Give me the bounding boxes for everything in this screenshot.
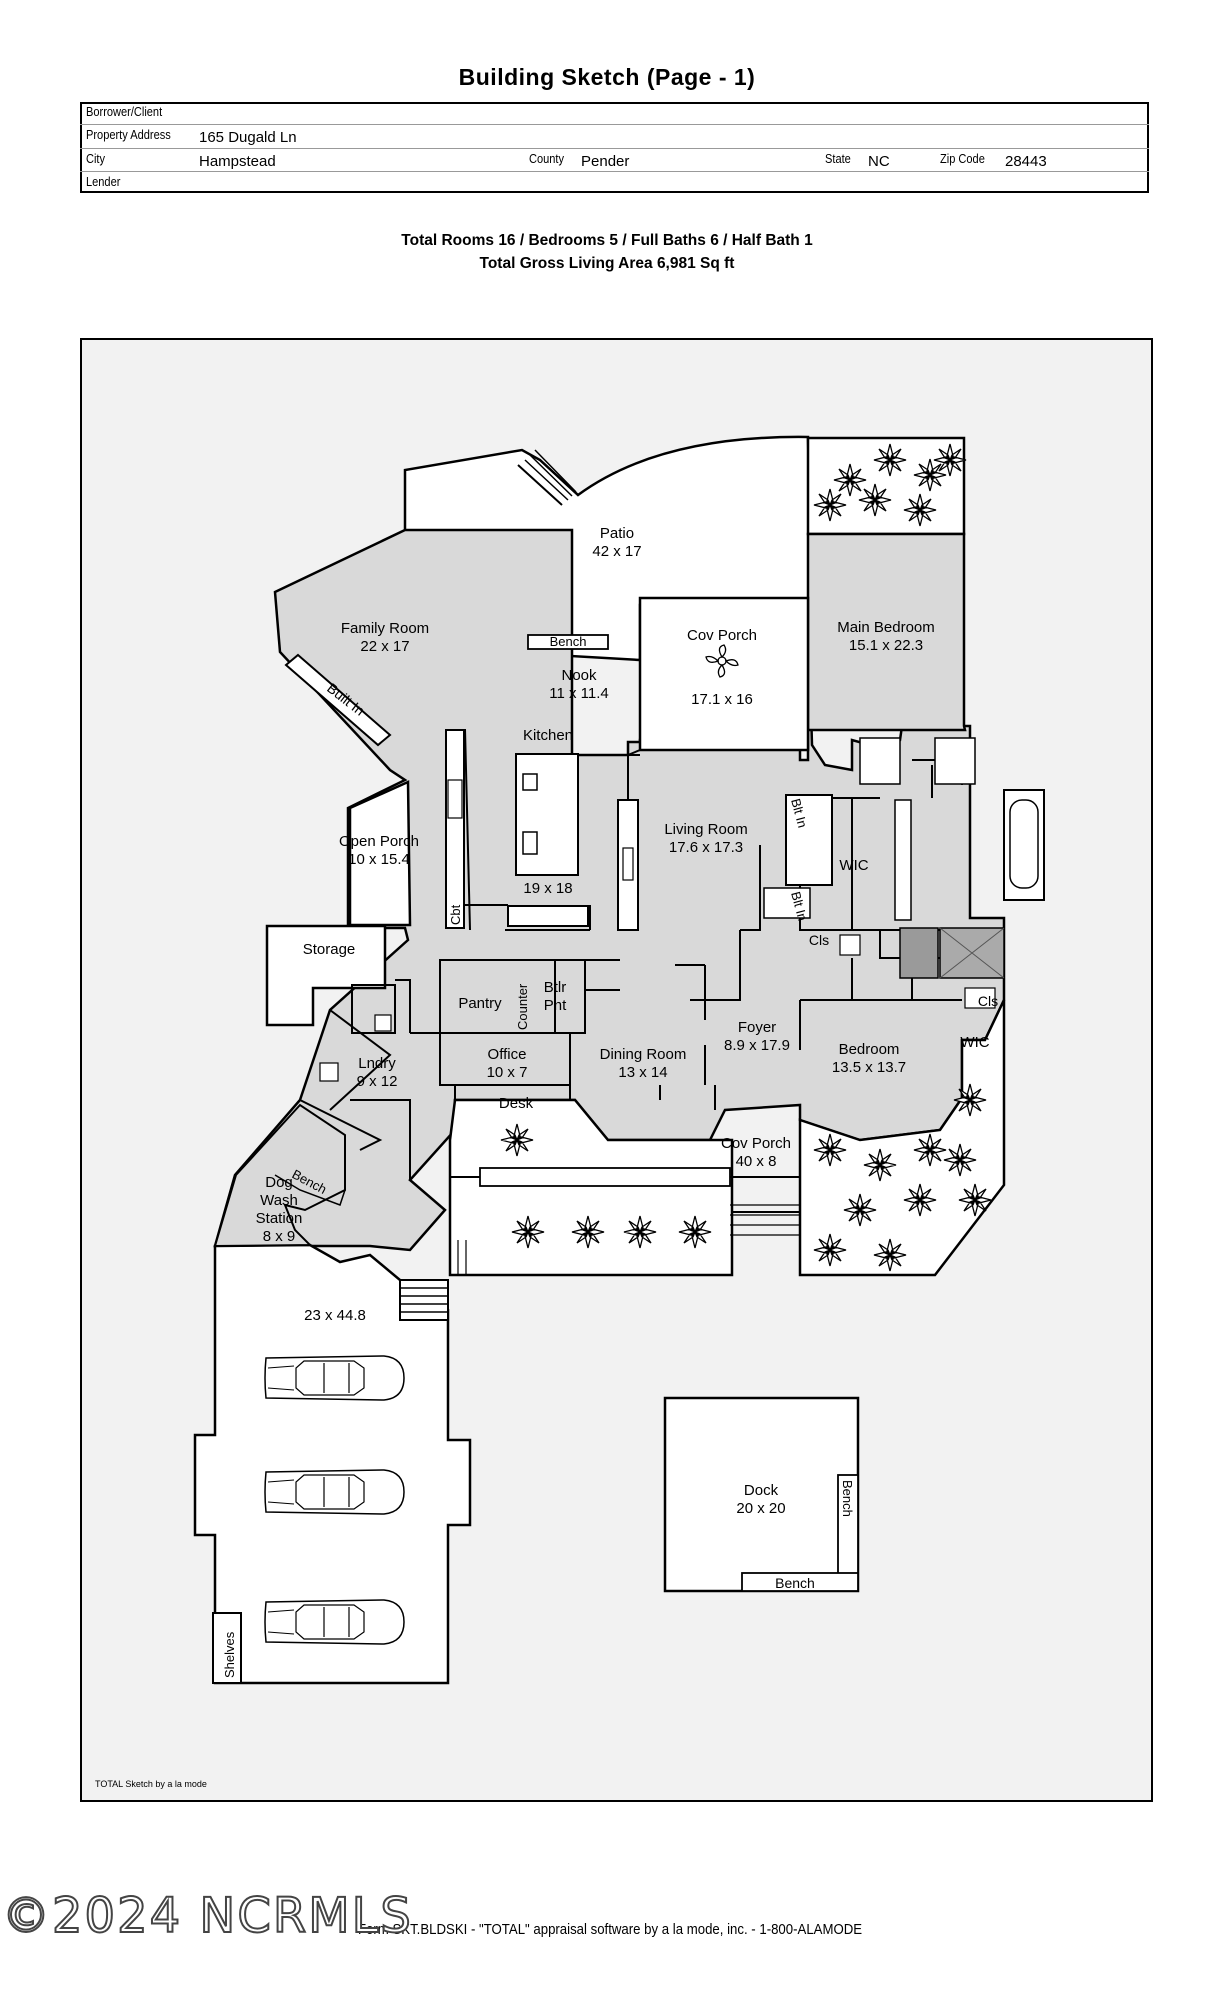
page-title: Building Sketch (Page - 1) — [458, 64, 756, 90]
dog-wash-line2: Wash — [260, 1192, 298, 1209]
btlr-label: Btlr — [544, 979, 567, 996]
living-dim: 17.6 x 17.3 — [669, 839, 743, 856]
cov-porch-top-label: Cov Porch — [687, 627, 757, 644]
city-value: Hampstead — [199, 153, 276, 170]
summary-gla: Total Gross Living Area 6,981 Sq ft — [479, 255, 735, 272]
open-porch-dim: 10 x 15.4 — [348, 851, 410, 868]
bench-nook-label: Bench — [550, 634, 587, 649]
garage-dim: 23 x 44.8 — [304, 1307, 366, 1324]
foyer-dim: 8.9 x 17.9 — [724, 1037, 790, 1054]
dock-bench-bottom-label: Bench — [775, 1575, 815, 1591]
footer-form-text: Form SKT.BLDSKI - "TOTAL" appraisal soft… — [358, 1921, 863, 1938]
office-label: Office — [488, 1046, 527, 1063]
kitchen-label: Kitchen — [523, 727, 573, 744]
bedroom-label: Bedroom — [839, 1041, 900, 1058]
city-label: City — [86, 151, 106, 166]
row-divider — [80, 171, 1149, 172]
pnt-label: Pnt — [544, 997, 567, 1014]
cov-porch-front-dim: 40 x 8 — [736, 1153, 777, 1170]
lndry-dim: 9 x 12 — [357, 1073, 398, 1090]
main-bedroom-label: Main Bedroom — [837, 619, 935, 636]
ceiling-fan-icon — [705, 644, 739, 678]
zip-label: Zip Code — [940, 151, 985, 166]
watermark: ©2024 NCRMLS — [1, 1887, 413, 1945]
dining-label: Dining Room — [600, 1046, 687, 1063]
borrower-label: Borrower/Client — [86, 104, 163, 119]
row-divider — [80, 124, 1149, 125]
state-label: State — [825, 151, 851, 166]
cls-b-label: Cls — [978, 993, 998, 1009]
car-icon — [264, 1599, 405, 1645]
storage-label: Storage — [303, 941, 356, 958]
pantry-label: Pantry — [458, 995, 502, 1012]
kitchen-dim: 19 x 18 — [523, 880, 572, 897]
cbt-label: Cbt — [448, 904, 463, 925]
address-label: Property Address — [86, 127, 171, 142]
car-icon — [264, 1355, 405, 1401]
open-porch-label: Open Porch — [339, 833, 419, 850]
lndry-label: Lndry — [358, 1055, 396, 1072]
family-dim: 22 x 17 — [360, 638, 409, 655]
dining-dim: 13 x 14 — [618, 1064, 667, 1081]
blt-in-a-label: Blt In — [788, 797, 810, 829]
state-value: NC — [868, 153, 890, 170]
patio-dim: 42 x 17 — [592, 543, 641, 560]
dock-label: Dock — [744, 1482, 779, 1499]
foyer-label: Foyer — [738, 1019, 776, 1036]
counter-label: Counter — [515, 983, 530, 1030]
planter-right — [798, 999, 1006, 1277]
nook-dim: 11 x 11.4 — [549, 685, 609, 702]
lender-label: Lender — [86, 174, 121, 189]
living-label: Living Room — [664, 821, 747, 838]
wic-bed-label: WIC — [960, 1034, 989, 1051]
county-label: County — [529, 151, 565, 166]
row-divider — [80, 148, 1149, 149]
wic-main-label: WIC — [839, 857, 868, 874]
dock-dim: 20 x 20 — [736, 1500, 785, 1517]
cls-a-label: Cls — [809, 932, 829, 948]
property-info-box — [80, 102, 1149, 193]
summary-rooms: Total Rooms 16 / Bedrooms 5 / Full Baths… — [401, 232, 813, 249]
patio-label: Patio — [600, 525, 634, 542]
garage — [193, 1243, 472, 1685]
sketch-credit: TOTAL Sketch by a la mode — [95, 1779, 207, 1789]
shelves-label: Shelves — [222, 1631, 237, 1678]
nook-label: Nook — [561, 667, 597, 684]
blt-in-b-label: Blt In — [788, 890, 810, 922]
zip-value: 28443 — [1005, 153, 1047, 170]
shelves — [212, 1612, 242, 1684]
dock-bench-side-label: Bench — [840, 1480, 855, 1517]
desk-label: Desk — [499, 1095, 534, 1112]
dog-wash-line3: Station — [256, 1210, 303, 1227]
county-value: Pender — [581, 153, 630, 170]
car-icon — [264, 1469, 405, 1515]
open-porch — [348, 780, 412, 927]
main-bedroom-dim: 15.1 x 22.3 — [849, 637, 923, 654]
family-label: Family Room — [341, 620, 429, 637]
office-dim: 10 x 7 — [487, 1064, 528, 1081]
bedroom-dim: 13.5 x 13.7 — [832, 1059, 906, 1076]
dog-wash-dim: 8 x 9 — [263, 1228, 296, 1245]
storage — [265, 924, 387, 1027]
cov-porch-front-label: Cov Porch — [721, 1135, 791, 1152]
dog-wash-line1: Dog — [265, 1174, 293, 1191]
address-value: 165 Dugald Ln — [199, 129, 297, 146]
cov-porch-top-dim: 17.1 x 16 — [691, 691, 753, 708]
